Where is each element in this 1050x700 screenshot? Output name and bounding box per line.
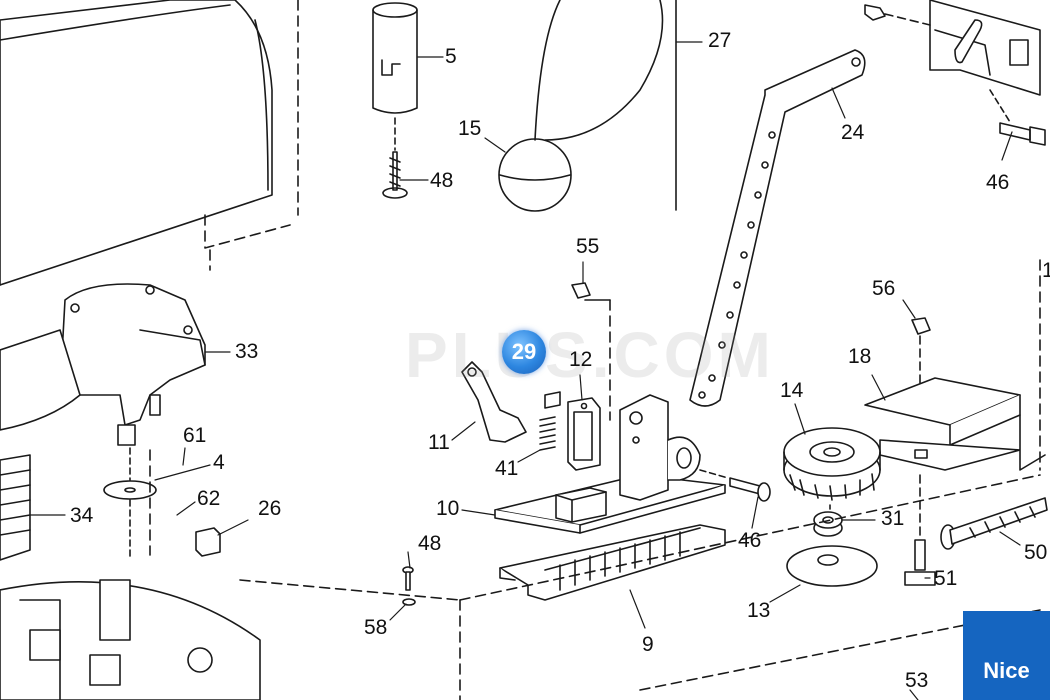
label-part-15: 15 (458, 117, 482, 140)
highlight-badge-29[interactable]: 29 (502, 330, 546, 374)
part-58-washer (402, 598, 416, 606)
base-plate (0, 579, 261, 700)
label-part-14: 14 (780, 379, 804, 402)
part-10-plate (494, 474, 726, 534)
watermark: PLUS.COM (405, 319, 775, 391)
part-12-switch (567, 397, 601, 471)
part-11-lever (461, 361, 527, 443)
label-part-11: 11 (428, 431, 450, 454)
part-5-cap (372, 2, 418, 151)
label-part-46-top: 46 (986, 171, 1010, 194)
vertical-bracket (619, 394, 701, 501)
part-9-rail (499, 524, 726, 601)
part-4-washer (103, 447, 157, 561)
label-part-61: 61 (183, 424, 207, 447)
part-18-bracket (864, 377, 1046, 471)
label-part-12: 12 (569, 348, 593, 371)
part-31-bushing (813, 511, 843, 537)
part-33-motor (0, 283, 206, 446)
part-50-bolt (940, 497, 1048, 550)
part-48-screw-lower (402, 566, 414, 591)
part-55-nut (571, 282, 611, 421)
label-part-62: 62 (197, 487, 221, 510)
label-part-46-center: 46 (738, 529, 762, 552)
leader-lines (29, 41, 1021, 700)
label-part-33: 33 (235, 340, 259, 363)
label-part-51: 51 (934, 567, 958, 590)
label-part-24: 24 (841, 121, 865, 144)
part-27-cord (534, 0, 677, 211)
label-part-58: 58 (364, 616, 388, 639)
label-part-5: 5 (445, 45, 457, 68)
label-part-48-top: 48 (430, 169, 454, 192)
label-part-31: 31 (881, 507, 905, 530)
plate-block (555, 487, 607, 523)
label-part-4: 4 (213, 451, 225, 474)
label-part-48-lower: 48 (418, 532, 442, 555)
part-13-washer (786, 545, 878, 587)
label-part-34: 34 (70, 504, 94, 527)
label-part-50: 50 (1024, 541, 1048, 564)
motor-cover-housing (0, 0, 291, 286)
part-46-bolt-center (699, 469, 771, 502)
part-34-block (0, 454, 31, 561)
label-part-13: 13 (747, 599, 771, 622)
label-part-27: 27 (708, 29, 732, 52)
nice-brand-logo: Nice (963, 611, 1050, 700)
part-26-clip (195, 527, 221, 557)
label-part-53: 53 (905, 669, 929, 692)
part-24-arm (689, 49, 866, 407)
label-part-26: 26 (258, 497, 282, 520)
part-14-gear (783, 427, 881, 501)
label-part-1: 1 (1042, 259, 1050, 282)
part-48-screw-top (382, 151, 408, 199)
top-right-bracket (864, 0, 1041, 96)
part-56-nut (911, 317, 931, 411)
label-part-18: 18 (848, 345, 872, 368)
label-part-55: 55 (576, 235, 600, 258)
part-15-bulb (498, 138, 572, 212)
label-part-10: 10 (436, 497, 460, 520)
label-part-41: 41 (495, 457, 519, 480)
label-part-56: 56 (872, 277, 896, 300)
part-46-bolt-top (989, 89, 1046, 146)
part-41-spring (539, 391, 561, 451)
label-part-9: 9 (642, 633, 654, 656)
part-51-bolt (904, 474, 936, 586)
